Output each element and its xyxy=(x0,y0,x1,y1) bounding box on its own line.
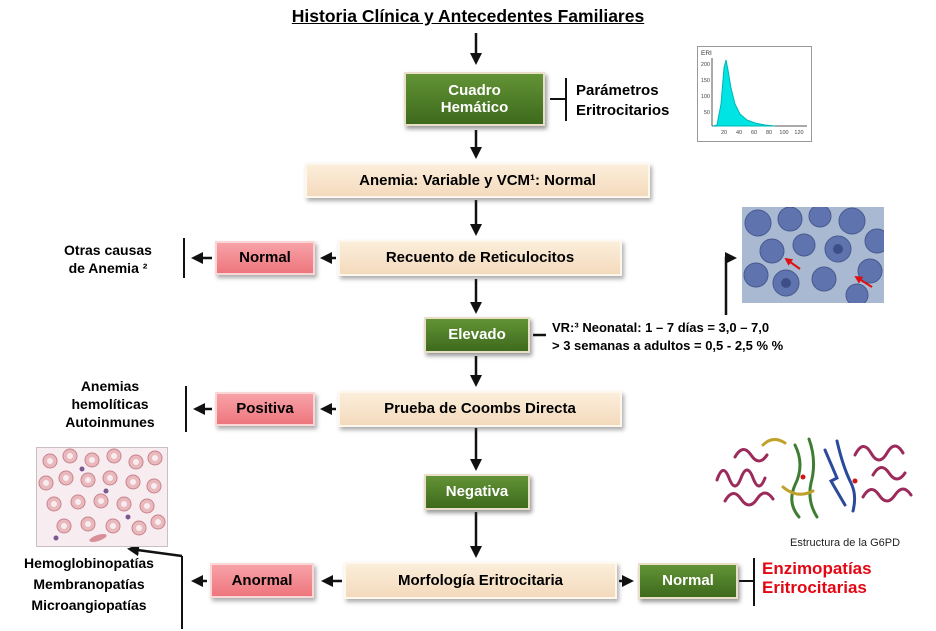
g6pd-caption: Estructura de la G6PD xyxy=(790,537,901,549)
node-cuadro-hematico: Cuadro Hemático xyxy=(404,72,545,126)
blood-smear-image xyxy=(36,447,168,552)
label-anemias-autoinmunes: Anemias hemolíticas Autoinmunes xyxy=(65,378,155,431)
node-recuento-reticulocitos: Recuento de Reticulocitos xyxy=(338,240,622,276)
node-anemia-vcm: Anemia: Variable y VCM¹: Normal xyxy=(305,163,650,198)
node-anormal: Anormal xyxy=(210,563,314,598)
node-normal-reticulocitos: Normal xyxy=(215,241,315,275)
svg-text:150: 150 xyxy=(701,78,710,84)
svg-text:80: 80 xyxy=(766,130,772,136)
svg-text:60: 60 xyxy=(751,130,757,136)
svg-text:120: 120 xyxy=(794,130,803,136)
node-negativa: Negativa xyxy=(424,474,530,510)
svg-text:100: 100 xyxy=(701,94,710,100)
node-normal-morfologia: Normal xyxy=(638,563,738,599)
page-title: Historia Clínica y Antecedentes Familiar… xyxy=(291,6,645,26)
eri-chart-label: ERI xyxy=(701,50,712,57)
svg-text:20: 20 xyxy=(721,130,727,136)
eri-histogram-image: ERI 200 150 100 50 20 40 60 80 100 120 xyxy=(697,46,812,147)
label-valores-referencia: VR:³ Neonatal: 1 – 7 días = 3,0 – 7,0 > … xyxy=(552,320,784,354)
label-hemoglobinopatias-membranopatias: Hemoglobinopatías Membranopatías Microan… xyxy=(24,555,154,613)
node-elevado: Elevado xyxy=(424,317,530,353)
node-morfologia-eritrocitaria: Morfología Eritrocitaria xyxy=(344,562,617,599)
svg-text:100: 100 xyxy=(779,130,788,136)
label-otras-causas-anemia: Otras causas de Anemia ² xyxy=(64,242,152,277)
label-enzimopatias-eritrocitarias: Enzimopatías Eritrocitarias xyxy=(762,559,872,597)
svg-text:200: 200 xyxy=(701,62,710,68)
node-positiva: Positiva xyxy=(215,392,315,426)
node-prueba-coombs: Prueba de Coombs Directa xyxy=(338,391,622,427)
svg-text:40: 40 xyxy=(736,130,742,136)
svg-text:50: 50 xyxy=(704,110,710,116)
label-parametros-eritrocitarios: Parámetros Eritrocitarios xyxy=(576,82,670,119)
g6pd-structure-image xyxy=(705,425,933,540)
reticulocytes-micrograph-image xyxy=(742,204,890,308)
